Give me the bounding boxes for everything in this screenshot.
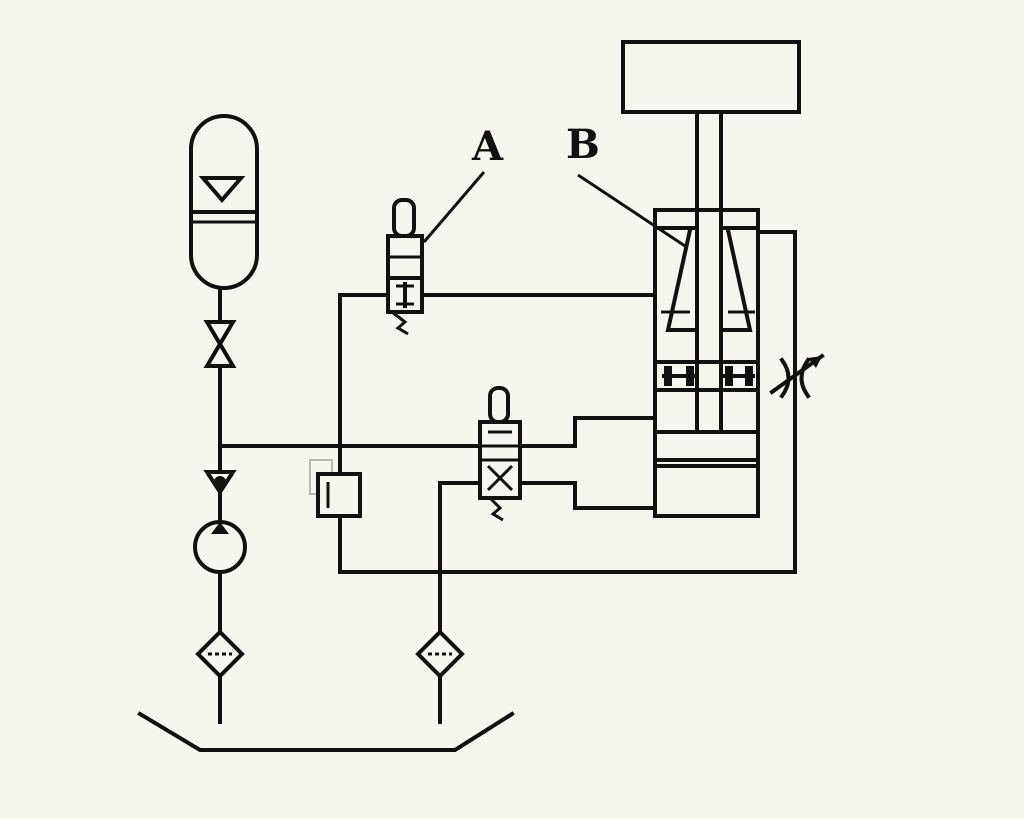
pipe-lower-valve-cylinder-lower (518, 481, 657, 510)
filter-left (195, 629, 245, 679)
valve-lower (478, 386, 522, 522)
throttle-arrow-icon (808, 356, 822, 368)
check-valve (203, 470, 237, 496)
return-block (309, 459, 362, 518)
valve-a-spring-icon (391, 310, 409, 336)
cylinder-top-block (621, 40, 801, 114)
label-b: B (566, 121, 600, 168)
throttle-valve (769, 353, 825, 399)
valve-lower-solenoid (488, 386, 510, 424)
leader-line-b (577, 173, 686, 248)
accumulator (189, 114, 259, 290)
cylinder (621, 40, 801, 518)
shutoff-valve (203, 320, 237, 368)
pump (193, 520, 247, 574)
leader-line-a (422, 171, 486, 243)
pipe-lower-valve-filter (438, 481, 482, 634)
valve-lower-spring-icon (488, 496, 504, 522)
pipe-lower-valve-cylinder-upper (518, 416, 657, 448)
valve-a-solenoid (392, 198, 416, 238)
pump-arrow-icon (211, 522, 229, 534)
accumulator-triangle-icon (198, 176, 246, 204)
tank (137, 711, 515, 752)
label-a: A (471, 123, 504, 170)
valve-a (386, 198, 424, 336)
filter-right (415, 629, 465, 679)
